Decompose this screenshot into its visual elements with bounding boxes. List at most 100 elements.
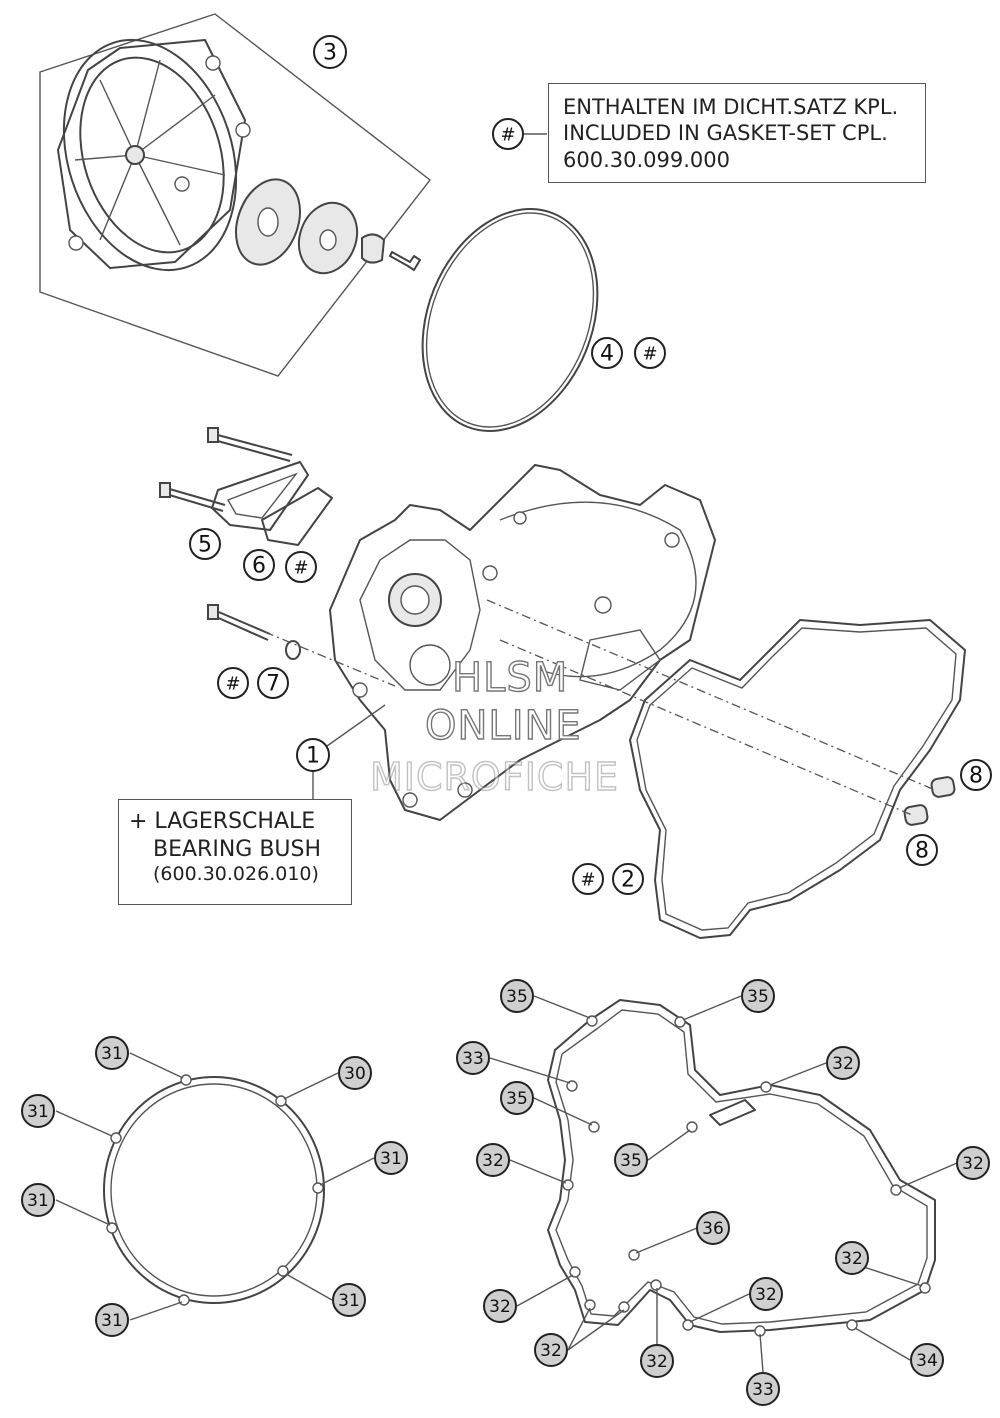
watermark-line-3: MICROFICHE xyxy=(369,754,620,799)
svg-text:7: 7 xyxy=(266,672,280,697)
callout-31-d xyxy=(21,1183,55,1217)
callout-7-hash xyxy=(217,667,249,699)
callout-35-c xyxy=(500,1081,534,1115)
svg-text:#: # xyxy=(225,674,240,695)
callout-1 xyxy=(296,738,330,772)
svg-text:8: 8 xyxy=(969,764,983,789)
pump-cover-parts xyxy=(235,178,421,275)
callout-31-b xyxy=(21,1094,55,1128)
svg-text:31: 31 xyxy=(380,1149,402,1169)
o-ring-part xyxy=(421,208,599,432)
svg-text:35: 35 xyxy=(747,987,769,1007)
callout-35-a xyxy=(500,979,534,1013)
svg-text:31: 31 xyxy=(338,1291,360,1311)
gasket-set-note: ENTHALTEN IM DICHT.SATZ KPL. INCLUDED IN… xyxy=(548,83,926,183)
svg-text:32: 32 xyxy=(832,1054,854,1074)
callout-32-g xyxy=(534,1333,568,1367)
callout-2-hash xyxy=(572,863,604,895)
callout-31-c xyxy=(374,1141,408,1175)
callouts-upper: # 3 4 # 5 6 # # 7 1 8 8 # 2 xyxy=(189,35,992,895)
crankcase-cover-part xyxy=(329,464,716,821)
svg-text:32: 32 xyxy=(489,1297,511,1317)
watermark-line-2: ONLINE xyxy=(424,702,582,749)
svg-text:4: 4 xyxy=(600,342,614,367)
callout-3 xyxy=(313,35,347,69)
svg-text:#: # xyxy=(293,558,308,579)
clutch-cover-part xyxy=(57,38,251,272)
callout-32-a xyxy=(826,1046,860,1080)
svg-text:31: 31 xyxy=(101,1044,123,1064)
svg-text:32: 32 xyxy=(841,1249,863,1269)
svg-text:32: 32 xyxy=(646,1352,668,1372)
callout-36 xyxy=(696,1211,730,1245)
svg-text:31: 31 xyxy=(27,1191,49,1211)
svg-text:#: # xyxy=(580,870,595,891)
callout-32-d xyxy=(835,1241,869,1275)
svg-text:31: 31 xyxy=(27,1102,49,1122)
callout-31-e xyxy=(332,1283,366,1317)
part-3-box xyxy=(39,13,431,377)
callout-4-hash xyxy=(634,337,666,369)
svg-text:35: 35 xyxy=(620,1151,642,1171)
callout-4 xyxy=(591,337,623,369)
large-gasket xyxy=(547,999,936,1337)
svg-text:32: 32 xyxy=(962,1154,984,1174)
callout-7 xyxy=(257,667,289,699)
callout-6 xyxy=(243,549,275,581)
bearing-note-part-number: (600.30.026.010) xyxy=(153,863,319,885)
svg-text:35: 35 xyxy=(506,1089,528,1109)
callout-33-a xyxy=(456,1041,490,1075)
dowel-lower xyxy=(903,804,929,826)
callouts-right-gasket: 35 35 33 32 35 35 32 32 36 32 32 32 32 3… xyxy=(456,979,990,1406)
svg-text:35: 35 xyxy=(506,987,528,1007)
svg-text:32: 32 xyxy=(540,1341,562,1361)
callout-31-a xyxy=(95,1036,129,1070)
svg-text:5: 5 xyxy=(198,533,212,558)
svg-text:1: 1 xyxy=(306,744,320,769)
svg-text:33: 33 xyxy=(462,1049,484,1069)
callout-6-hash xyxy=(285,551,317,583)
callout-30 xyxy=(338,1056,372,1090)
svg-text:2: 2 xyxy=(621,868,635,893)
svg-text:3: 3 xyxy=(323,41,337,66)
leader-lines xyxy=(55,133,958,1373)
gasket-note-line-en: INCLUDED IN GASKET-SET CPL. xyxy=(563,121,888,146)
bearing-bush-note: + LAGERSCHALE BEARING BUSH (600.30.026.0… xyxy=(118,799,352,905)
bearing-note-line-en: BEARING BUSH xyxy=(153,836,322,862)
svg-text:6: 6 xyxy=(252,554,266,579)
svg-text:32: 32 xyxy=(755,1285,777,1305)
svg-text:34: 34 xyxy=(916,1351,938,1371)
round-gasket xyxy=(103,1074,325,1306)
gasket-note-part-number: 600.30.099.000 xyxy=(563,147,730,172)
callout-8-lower xyxy=(906,834,938,866)
callout-31-f xyxy=(95,1303,129,1337)
callout-5 xyxy=(189,528,221,560)
svg-text:31: 31 xyxy=(101,1311,123,1331)
callout-34 xyxy=(910,1343,944,1377)
svg-text:#: # xyxy=(500,125,515,146)
callout-2 xyxy=(612,863,644,895)
callout-33-b xyxy=(746,1372,780,1406)
callout-32-b xyxy=(476,1143,510,1177)
callout-32-h xyxy=(640,1344,674,1378)
gasket-part-2 xyxy=(629,619,966,939)
svg-text:30: 30 xyxy=(344,1064,366,1084)
callout-35-b xyxy=(741,979,775,1013)
svg-text:33: 33 xyxy=(752,1380,774,1400)
svg-text:8: 8 xyxy=(915,839,929,864)
callout-8-upper xyxy=(960,759,992,791)
callouts-left-gasket: 31 30 31 31 31 31 31 xyxy=(21,1036,408,1337)
svg-text:#: # xyxy=(642,344,657,365)
svg-text:36: 36 xyxy=(702,1219,724,1239)
callout-32-f xyxy=(749,1277,783,1311)
cover-and-bolts xyxy=(159,427,333,660)
callout-32-e xyxy=(483,1289,517,1323)
callout-35-d xyxy=(614,1143,648,1177)
callout-32-c xyxy=(956,1146,990,1180)
bearing-note-line-de: + LAGERSCHALE xyxy=(129,809,316,834)
watermark-line-1: HLSM xyxy=(451,654,569,701)
callout-hash-note xyxy=(492,118,524,150)
svg-text:32: 32 xyxy=(482,1151,504,1171)
dowel-upper xyxy=(930,776,956,798)
